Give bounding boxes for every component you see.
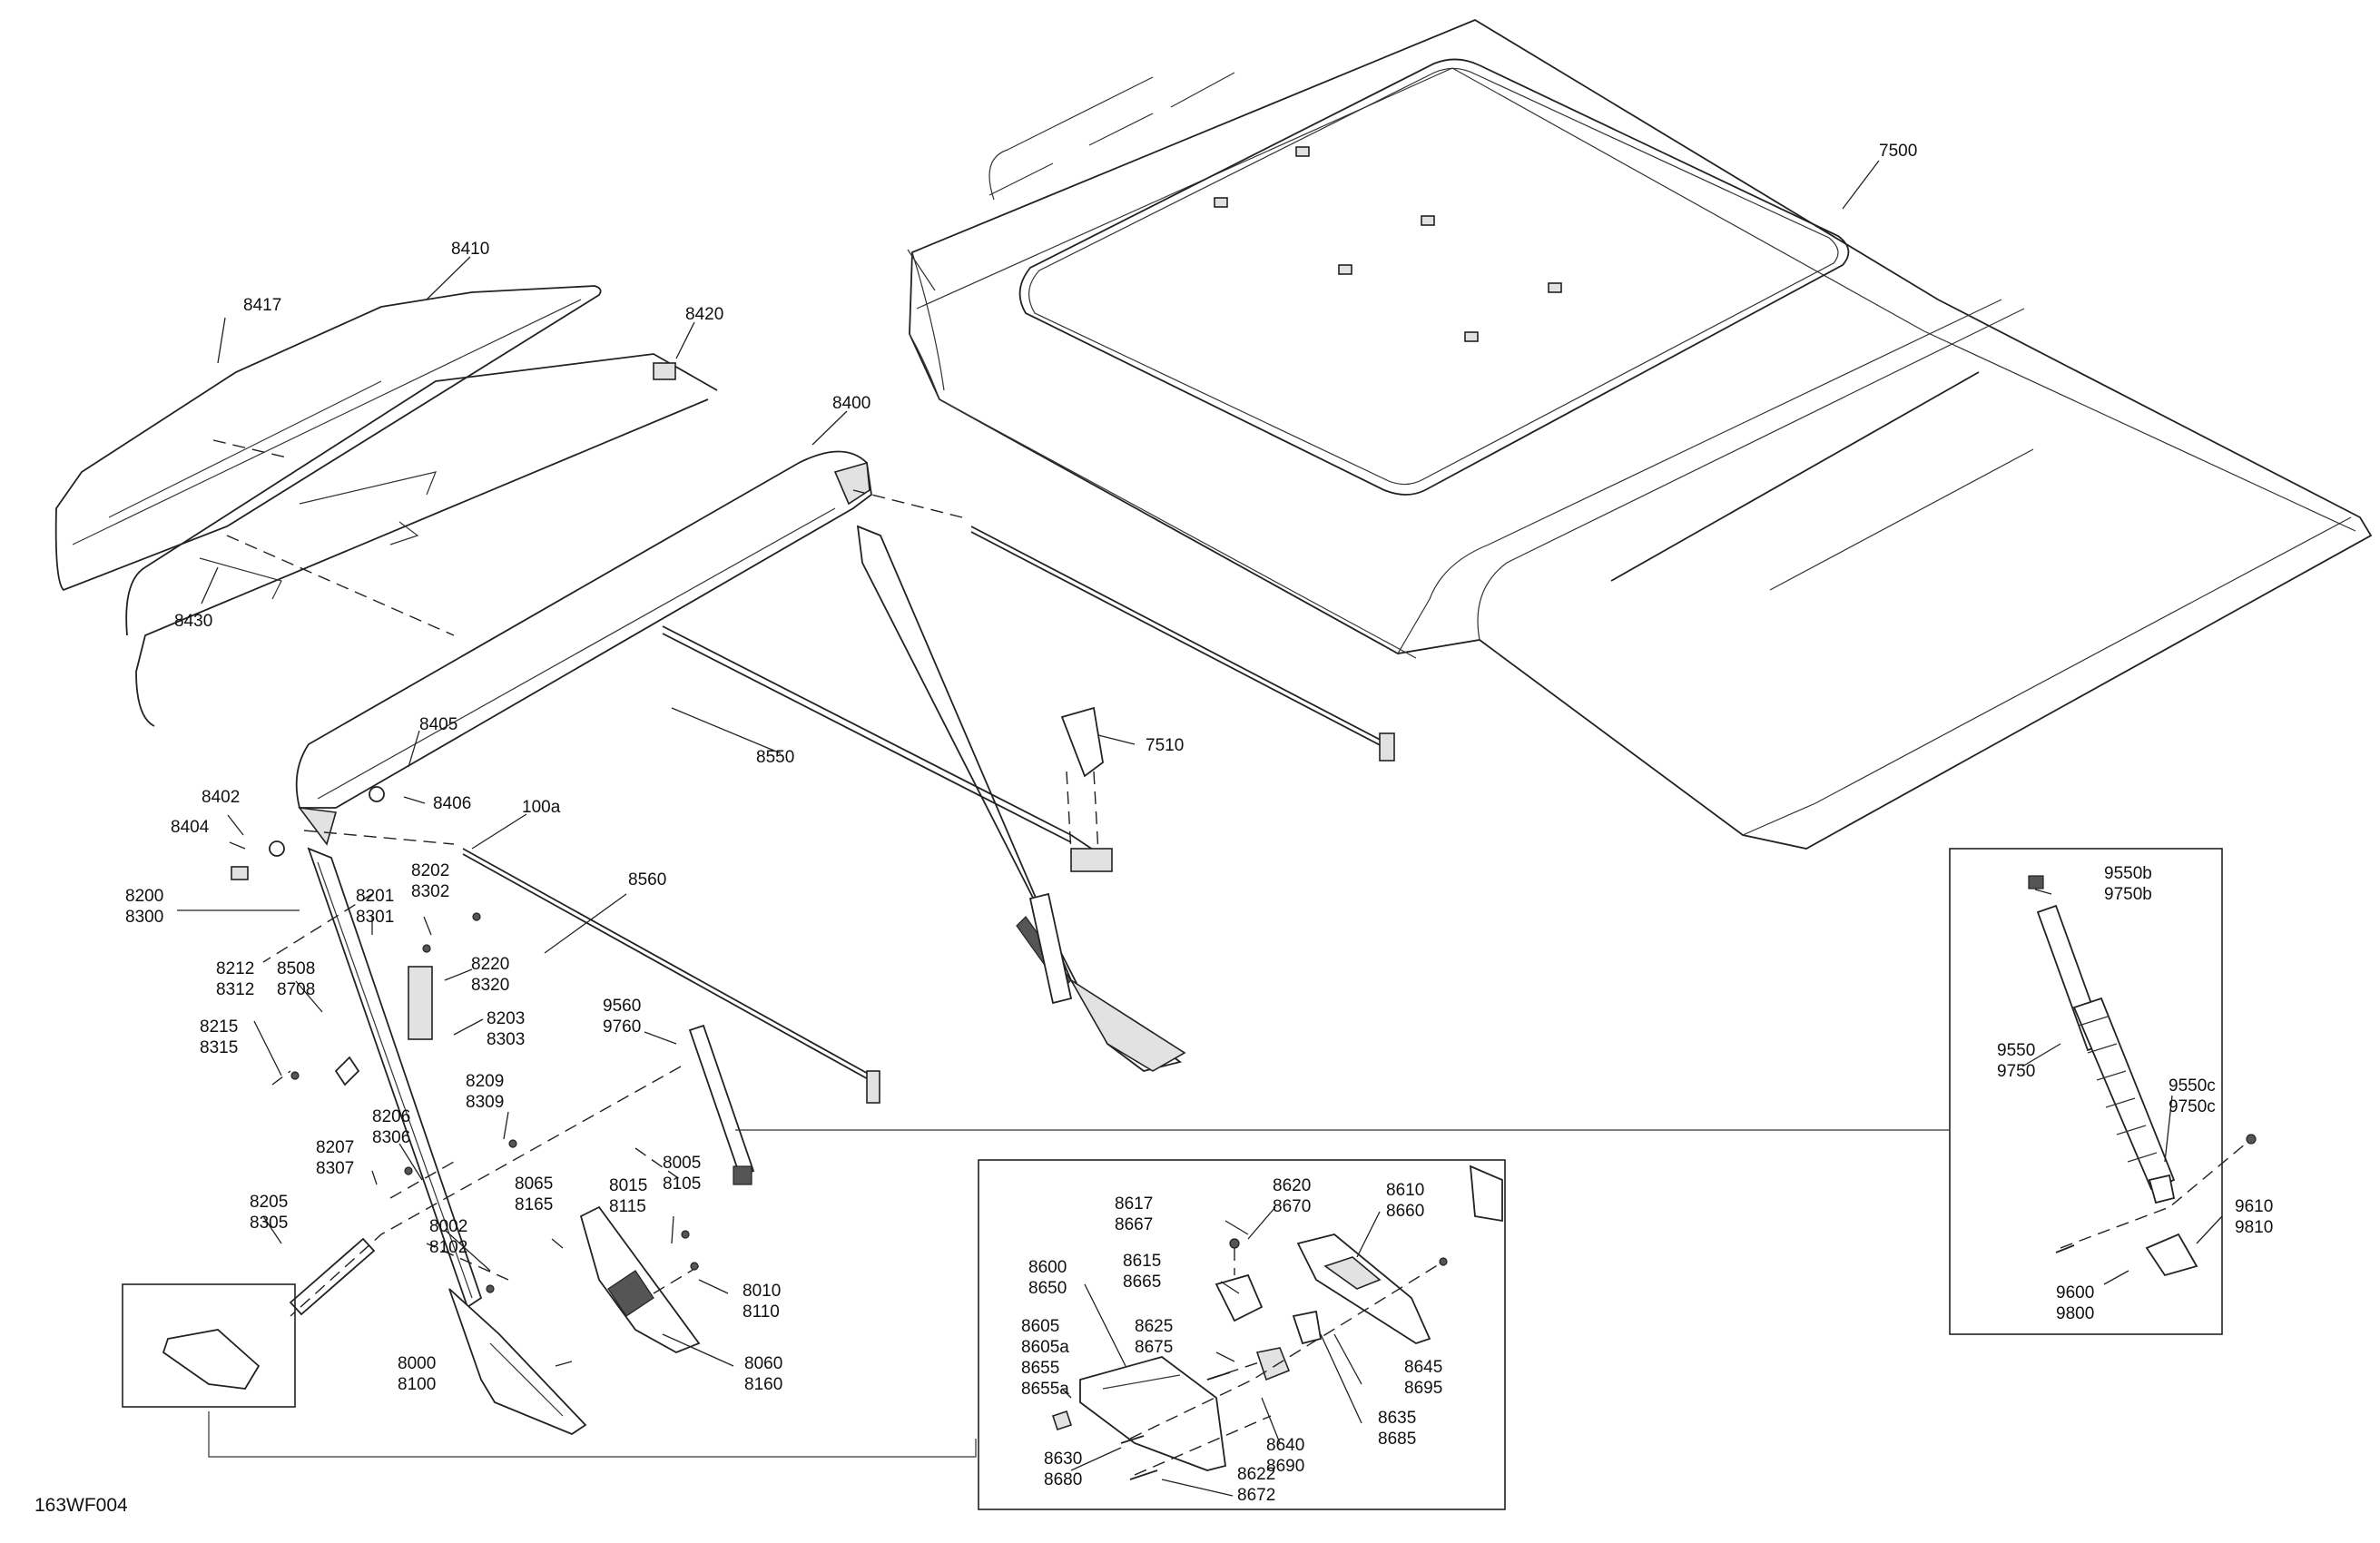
callout-8410: 8410: [451, 240, 489, 259]
inset-small-hinge: [122, 1283, 977, 1458]
inset-hinge-assembly: [978, 1159, 1506, 1510]
callout-8417: 8417: [243, 296, 281, 315]
hinge-plate-8000: [448, 1288, 587, 1436]
figure-id: 163WF004: [34, 1495, 128, 1516]
tube-8205: [289, 1237, 376, 1316]
callout-8402: 8402: [202, 788, 240, 807]
callout-8405: 8405: [419, 715, 457, 734]
callout-8430: 8430: [174, 612, 212, 631]
callout-8404: 8404: [171, 818, 210, 837]
callout-8406: 8406: [433, 794, 471, 813]
bracket-7510: [1060, 706, 1113, 872]
roof-panel-7500: [907, 18, 2373, 850]
callout-100a: 100a: [522, 798, 561, 817]
assembly-dash-lines: [212, 439, 963, 1317]
hinge-8060: [579, 1205, 701, 1353]
callout-labels: 7500 8410 8417 8420 8400 8430 8550 7510 …: [34, 142, 2273, 1516]
fasteners: [231, 786, 699, 1293]
gas-spring-main: [688, 892, 1073, 1185]
inset-gas-spring: [735, 848, 2257, 1335]
callout-8400: 8400: [832, 394, 870, 413]
cross-bars: [462, 526, 1395, 1104]
leader-lines: [177, 160, 2223, 1497]
callout-7510: 7510: [1146, 736, 1184, 755]
visor-support-8430: [125, 353, 718, 727]
callout-8560: 8560: [628, 870, 666, 889]
visor-8410: [54, 285, 602, 592]
callout-8420: 8420: [685, 305, 723, 324]
callout-8550: 8550: [756, 748, 794, 767]
callout-7500: 7500: [1879, 142, 1917, 161]
